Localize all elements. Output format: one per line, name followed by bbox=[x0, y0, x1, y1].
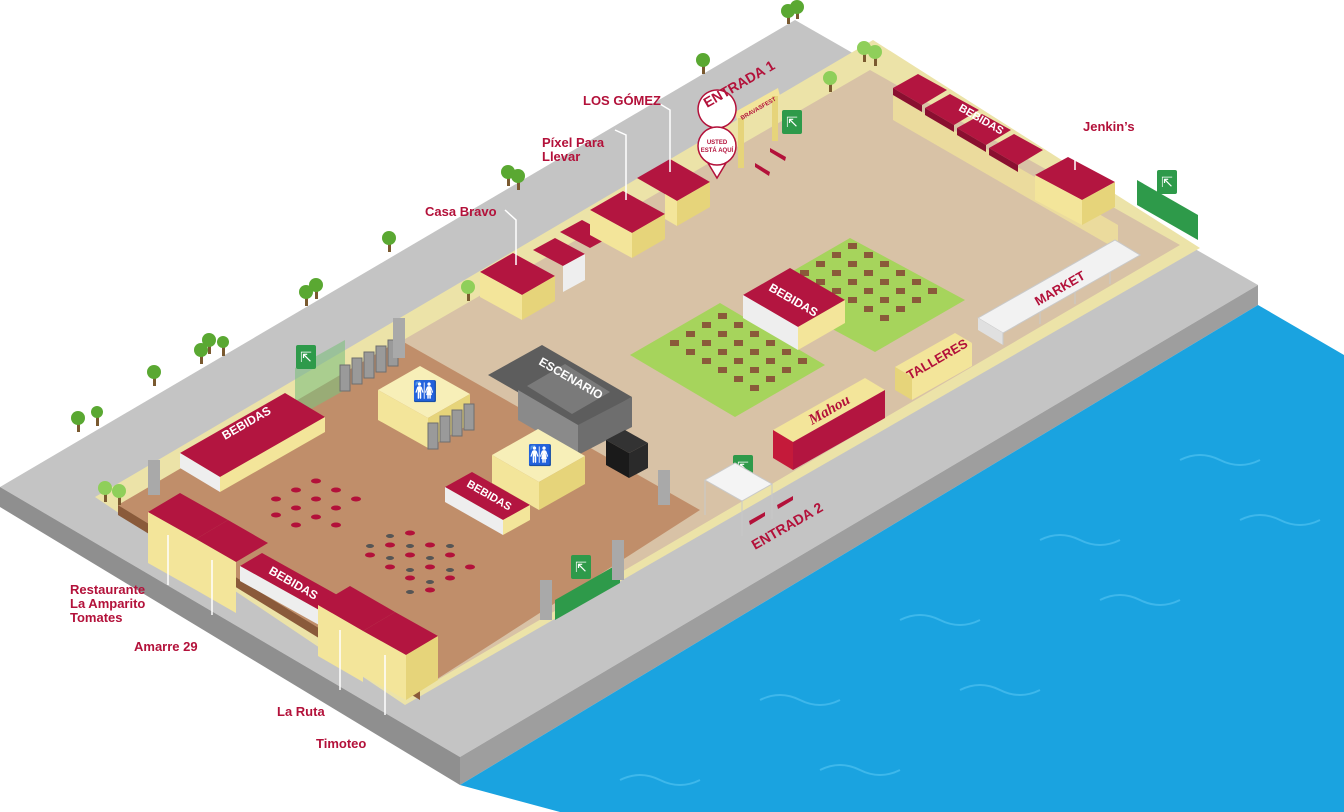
fence-posts bbox=[148, 318, 670, 620]
toilet-block-south[interactable]: 🚻 bbox=[492, 429, 585, 510]
tree-icon bbox=[194, 343, 208, 364]
entry-arrow-icon bbox=[749, 512, 765, 525]
label-restaurante-line1: Restaurante bbox=[70, 582, 145, 597]
label-pixel-line2: Llevar bbox=[542, 149, 580, 164]
tree-icon bbox=[868, 45, 882, 66]
seating-tables-north bbox=[800, 243, 937, 321]
entry-arrows-1 bbox=[755, 148, 786, 176]
tree-icon bbox=[98, 481, 112, 502]
food-stall-jenkins[interactable] bbox=[1035, 136, 1115, 225]
exit-sign-west[interactable]: ⇱ bbox=[296, 345, 316, 369]
exit-sign-icon: ⇱ bbox=[1161, 174, 1173, 190]
restaurant-la-amparito-tomates[interactable] bbox=[148, 493, 228, 590]
label-leader-lines bbox=[167, 103, 671, 715]
tree-icon bbox=[696, 53, 710, 74]
exit-area-south bbox=[555, 563, 620, 620]
trees bbox=[71, 0, 882, 505]
food-stall-small[interactable] bbox=[560, 220, 612, 248]
entrance-gate-2[interactable] bbox=[703, 462, 774, 536]
tree-icon bbox=[299, 285, 313, 306]
you-are-here-line2: ESTÁ AQUÍ bbox=[701, 146, 734, 154]
tree-icon bbox=[790, 0, 804, 19]
tree-icon bbox=[71, 411, 85, 432]
stage-backstage bbox=[606, 430, 648, 478]
tree-icon bbox=[461, 280, 475, 301]
label-restaurante-line2: La Amparito bbox=[70, 596, 145, 611]
exit-sign-icon: ⇱ bbox=[300, 349, 312, 365]
you-are-here-line1: USTED bbox=[707, 140, 728, 146]
water-ripples bbox=[619, 454, 1321, 786]
tree-icon bbox=[382, 231, 396, 252]
label-pixel-line1: Píxel Para bbox=[542, 135, 605, 150]
cocktail-tables-south bbox=[365, 530, 475, 594]
food-stall-row-north bbox=[480, 159, 710, 320]
restroom-icon: 🚻 bbox=[413, 379, 438, 403]
label-casa-bravo: Casa Bravo bbox=[425, 204, 497, 219]
tree-icon bbox=[202, 333, 216, 354]
tree-icon bbox=[857, 41, 871, 62]
food-stall-casa-bravo[interactable] bbox=[480, 253, 555, 320]
river-water bbox=[460, 305, 1344, 812]
label-timoteo: Timoteo bbox=[316, 736, 366, 751]
exit-area-east bbox=[1137, 180, 1198, 240]
cocktail-tables-west bbox=[271, 478, 361, 528]
you-are-here-pin-icon: USTED ESTÁ AQUÍ bbox=[697, 89, 737, 180]
tree-icon bbox=[309, 278, 323, 299]
food-stall-pixel-para-llevar[interactable] bbox=[590, 191, 665, 258]
seating-lawn-south bbox=[630, 303, 825, 417]
exit-sign-north[interactable]: ⇱ bbox=[782, 110, 802, 134]
entry-arrow-icon bbox=[770, 148, 786, 161]
tree-icon bbox=[511, 169, 525, 190]
label-restaurante-line3: Tomates bbox=[70, 610, 123, 625]
exit-area-west bbox=[295, 340, 345, 418]
exit-sign-icon: ⇱ bbox=[575, 559, 587, 575]
label-los-gomez: LOS GÓMEZ bbox=[583, 93, 661, 108]
restroom-icon: 🚻 bbox=[528, 443, 553, 467]
bebidas-stand-central[interactable]: BEBIDAS bbox=[743, 268, 845, 350]
tree-icon bbox=[91, 406, 103, 426]
exit-sign-east[interactable]: ⇱ bbox=[1157, 170, 1177, 194]
food-stall-los-gomez[interactable] bbox=[637, 159, 710, 226]
seating-tables-south bbox=[670, 313, 807, 391]
entry-arrow-icon bbox=[777, 496, 793, 509]
exit-sign-southwest[interactable]: ⇱ bbox=[571, 555, 591, 579]
tree-icon bbox=[217, 336, 229, 356]
exit-sign-icon: ⇱ bbox=[786, 114, 798, 130]
tree-icon bbox=[147, 365, 161, 386]
seating-lawn-north bbox=[760, 238, 965, 352]
entry-arrow-icon bbox=[755, 163, 770, 176]
label-la-ruta: La Ruta bbox=[277, 704, 325, 719]
restaurant-amarre-29[interactable] bbox=[196, 520, 268, 613]
tree-icon bbox=[823, 71, 837, 92]
tree-icon bbox=[112, 484, 126, 505]
label-jenkins: Jenkin’s bbox=[1083, 119, 1135, 134]
label-amarre-29: Amarre 29 bbox=[134, 639, 198, 654]
food-stall-small[interactable] bbox=[533, 238, 585, 292]
entry-arrows-2 bbox=[749, 496, 793, 525]
